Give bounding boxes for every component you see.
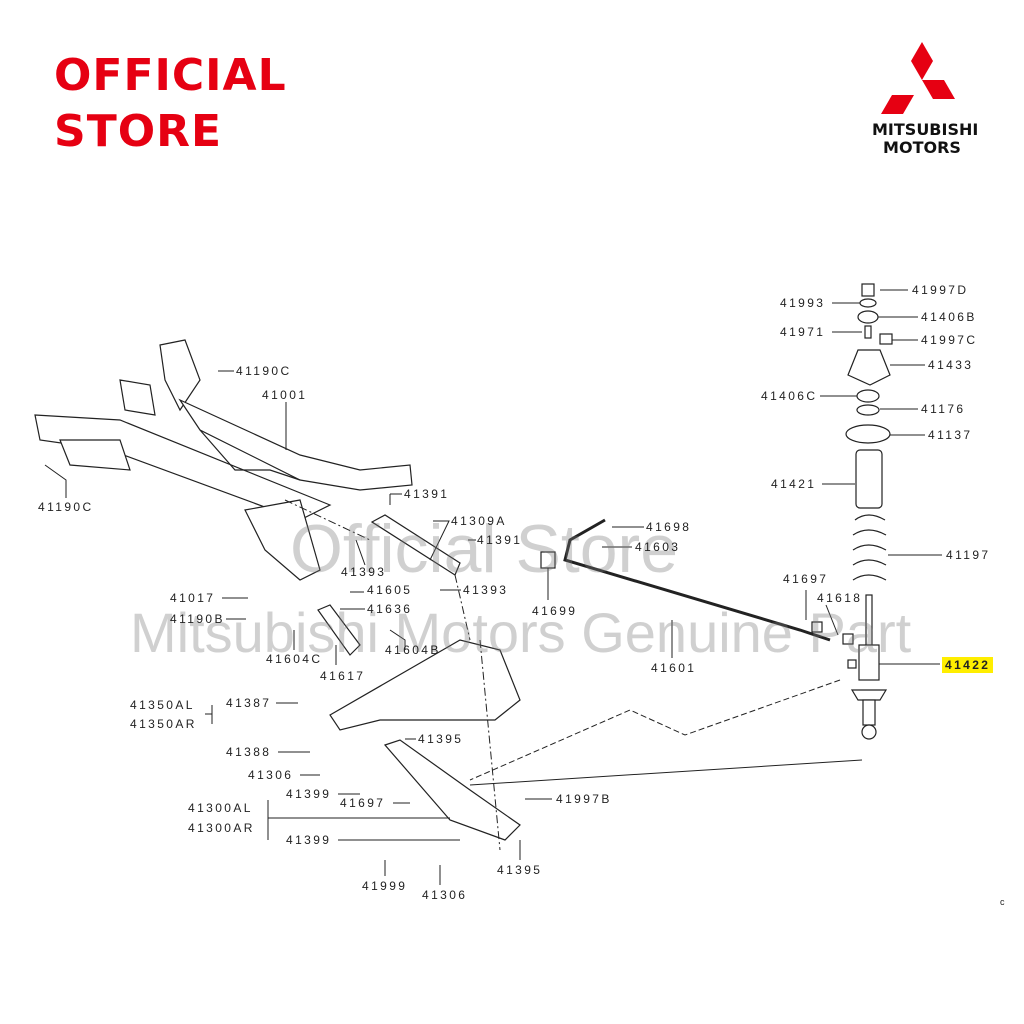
part-label[interactable]: 41605	[367, 583, 413, 597]
stabilizer-bar-41601	[563, 518, 831, 642]
part-label[interactable]: 41391	[404, 487, 450, 501]
part-label[interactable]: 41387	[226, 696, 272, 710]
part-label[interactable]: 41306	[248, 768, 294, 782]
part-label[interactable]: 41137	[928, 428, 973, 442]
corner-mark: c	[1000, 897, 1007, 907]
part-label[interactable]: 41350AR	[130, 717, 197, 731]
part-label[interactable]: 41017	[170, 591, 216, 605]
part-label[interactable]: 41300AL	[188, 801, 253, 815]
part-label[interactable]: 41393	[463, 583, 509, 597]
official-store-badge: OFFICIAL STORE	[54, 48, 287, 160]
part-label[interactable]: 41433	[928, 358, 974, 372]
store-text: STORE	[54, 106, 223, 157]
official-text: OFFICIAL	[54, 50, 287, 101]
arm-41309A	[370, 514, 461, 576]
part-label[interactable]: 41395	[418, 732, 464, 746]
arm-41617	[317, 604, 361, 656]
part-label[interactable]: 41001	[262, 388, 308, 402]
part-label[interactable]: 41190B	[170, 612, 225, 626]
part-label[interactable]: 41399	[286, 787, 332, 801]
part-label[interactable]: 41406B	[921, 310, 977, 324]
part-label[interactable]: 41699	[532, 604, 578, 618]
part-label[interactable]: 41300AR	[188, 821, 255, 835]
highlighted-part-label[interactable]: 41422	[942, 657, 994, 673]
part-label[interactable]: 41306	[422, 888, 468, 902]
part-label[interactable]: 41388	[226, 745, 272, 759]
part-label[interactable]: 41190C	[236, 364, 292, 378]
part-label[interactable]: 41309A	[451, 514, 507, 528]
lower-arm-41300	[383, 739, 521, 841]
three-diamonds-icon	[881, 42, 955, 114]
part-label[interactable]: 41618	[817, 591, 863, 605]
part-label[interactable]: 41604B	[385, 643, 441, 657]
part-label[interactable]: 41971	[780, 325, 826, 339]
part-label[interactable]: 41993	[780, 296, 826, 310]
mitsubishi-logo: MITSUBISHI MOTORS	[872, 40, 979, 157]
knuckle	[329, 639, 521, 731]
strut-assembly	[811, 283, 893, 740]
part-label[interactable]: 41603	[635, 540, 681, 554]
part-label[interactable]: 41176	[921, 402, 966, 416]
part-label[interactable]: 41601	[651, 661, 697, 675]
part-label[interactable]: 41391	[477, 533, 523, 547]
part-label[interactable]: 41406C	[761, 389, 818, 403]
part-label[interactable]: 41636	[367, 602, 413, 616]
part-label[interactable]: 41604C	[266, 652, 323, 666]
part-label[interactable]: 41393	[341, 565, 387, 579]
part-label[interactable]: 41997B	[556, 792, 612, 806]
leader-lines	[44, 289, 942, 885]
part-label[interactable]: 41997D	[912, 283, 969, 297]
part-label[interactable]: 41395	[497, 863, 543, 877]
part-label[interactable]: 41190C	[38, 500, 94, 514]
part-label[interactable]: 41197	[946, 548, 991, 562]
part-label[interactable]: 41350AL	[130, 698, 195, 712]
part-label[interactable]: 41399	[286, 833, 332, 847]
part-label[interactable]: 41421	[771, 477, 817, 491]
part-label[interactable]: 41617	[320, 669, 366, 683]
part-label[interactable]: 41997C	[921, 333, 978, 347]
crossmember-41001	[34, 339, 413, 581]
part-label[interactable]: 41999	[362, 879, 408, 893]
part-label[interactable]: 41697	[783, 572, 829, 586]
logo-text-mitsubishi: MITSUBISHI	[872, 120, 979, 139]
part-label[interactable]: 41697	[340, 796, 386, 810]
logo-text-motors: MOTORS	[883, 138, 961, 157]
part-label[interactable]: 41698	[646, 520, 692, 534]
